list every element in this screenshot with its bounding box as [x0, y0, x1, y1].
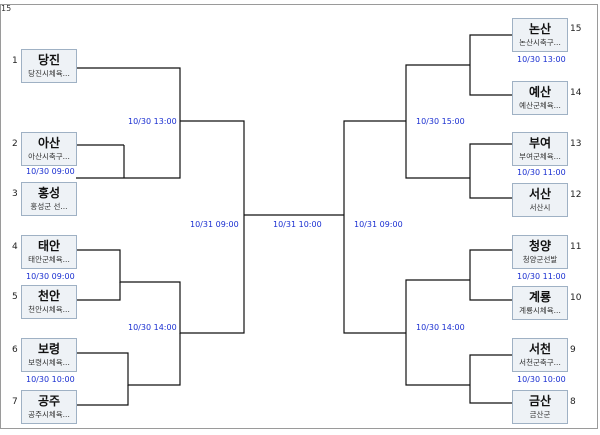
match-time: 10/30 13:00 — [128, 117, 177, 126]
match-time: 10/30 09:00 — [26, 167, 75, 176]
team-name: 예산 — [528, 85, 552, 99]
team-box-cheonan[interactable]: 천안 천안시체육... — [21, 285, 77, 319]
seed-label: 6 — [12, 345, 18, 355]
match-time: 10/31 09:00 — [190, 220, 239, 229]
team-box-buyeo[interactable]: 부여 부여군체육... — [512, 132, 568, 166]
seed-label: 14 — [570, 88, 582, 98]
team-box-gongju[interactable]: 공주 공주시체육... — [21, 390, 77, 424]
team-box-cheongyang[interactable]: 청양 청양군선발 — [512, 235, 568, 269]
team-venue: 부여군체육... — [519, 152, 561, 161]
team-venue: 청양군선발 — [522, 255, 558, 264]
seed-label: 11 — [570, 242, 582, 252]
seed-label: 2 — [12, 139, 18, 149]
team-venue: 천안시체육... — [28, 305, 70, 314]
team-name: 보령 — [37, 342, 61, 356]
team-box-seocheon[interactable]: 서천 서천군축구... — [512, 338, 568, 372]
team-venue: 보령시체육... — [28, 358, 70, 367]
team-name: 서천 — [528, 342, 552, 356]
team-name: 서산 — [528, 187, 552, 201]
match-time: 10/30 10:00 — [26, 375, 75, 384]
team-box-taean[interactable]: 태안 태안군체육... — [21, 235, 77, 269]
team-box-nonsan[interactable]: 논산 논산시축구... — [512, 18, 568, 52]
team-name: 공주 — [37, 394, 61, 408]
team-box-asan[interactable]: 아산 아산시축구... — [21, 132, 77, 166]
team-venue: 계룡시체육... — [519, 306, 561, 315]
team-name: 논산 — [528, 22, 552, 36]
match-time: 10/30 11:00 — [517, 272, 566, 281]
team-box-geumsan[interactable]: 금산 금산군 — [512, 390, 568, 424]
team-venue: 태안군체육... — [28, 255, 70, 264]
team-name: 아산 — [37, 136, 61, 150]
seed-label: 10 — [570, 293, 582, 303]
seed-label: 13 — [570, 139, 582, 149]
seed-label: 12 — [570, 190, 582, 200]
seed-label: 8 — [570, 397, 576, 407]
bracket-frame — [0, 4, 598, 429]
match-time: 10/30 13:00 — [517, 55, 566, 64]
seed-label: 15 — [570, 24, 582, 34]
seed-label: 7 — [12, 397, 18, 407]
team-box-gyeryong[interactable]: 계룡 계룡시체육... — [512, 286, 568, 320]
team-name: 청양 — [528, 239, 552, 253]
team-name: 부여 — [528, 136, 552, 150]
team-venue: 홍성군 선... — [30, 202, 68, 211]
match-time: 10/30 14:00 — [416, 323, 465, 332]
team-venue: 공주시체육... — [28, 410, 70, 419]
team-venue: 아산시축구... — [28, 152, 70, 161]
team-venue: 서천군축구... — [519, 358, 561, 367]
team-box-seosan[interactable]: 서산 서산시 — [512, 183, 568, 217]
seed-label: 3 — [12, 189, 18, 199]
team-venue: 논산시축구... — [519, 38, 561, 47]
team-venue: 금산군 — [529, 410, 551, 419]
match-time: 10/30 14:00 — [128, 323, 177, 332]
team-venue: 당진시체육... — [28, 69, 70, 78]
match-time-final: 10/31 10:00 — [273, 220, 322, 229]
seed-label: 5 — [12, 292, 18, 302]
team-box-boryeong[interactable]: 보령 보령시체육... — [21, 338, 77, 372]
team-venue: 서산시 — [529, 203, 551, 212]
bracket-id: 15 — [1, 4, 12, 13]
team-name: 계룡 — [528, 290, 552, 304]
seed-label: 1 — [12, 56, 18, 66]
seed-label: 9 — [570, 345, 576, 355]
match-time: 10/31 09:00 — [354, 220, 403, 229]
team-name: 당진 — [37, 53, 61, 67]
team-name: 홍성 — [37, 186, 61, 200]
team-box-dangjin[interactable]: 당진 당진시체육... — [21, 49, 77, 83]
match-time: 10/30 11:00 — [517, 168, 566, 177]
match-time: 10/30 15:00 — [416, 117, 465, 126]
team-venue: 예산군체육... — [519, 101, 561, 110]
match-time: 10/30 09:00 — [26, 272, 75, 281]
team-name: 태안 — [37, 239, 61, 253]
team-name: 천안 — [37, 289, 61, 303]
team-box-yesan[interactable]: 예산 예산군체육... — [512, 81, 568, 115]
seed-label: 4 — [12, 242, 18, 252]
match-time: 10/30 10:00 — [517, 375, 566, 384]
team-name: 금산 — [528, 394, 552, 408]
team-box-hongseong[interactable]: 홍성 홍성군 선... — [21, 182, 77, 216]
